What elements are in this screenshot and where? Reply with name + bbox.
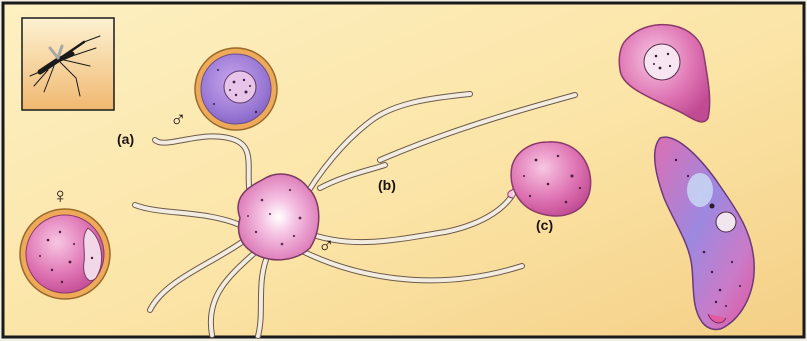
exflagellating-male-gametocyte — [238, 174, 319, 260]
mosquito-inset — [22, 18, 114, 110]
label-b: (b) — [378, 177, 396, 193]
female-gametocyte-cell — [20, 209, 110, 299]
female-symbol: ♀ — [52, 183, 69, 208]
male-symbol-top: ♂ — [170, 106, 187, 131]
male-gametocyte-cell — [195, 48, 277, 130]
label-c: (c) — [536, 217, 553, 233]
male-symbol-center: ♂ — [318, 232, 335, 257]
label-a: (a) — [117, 131, 134, 147]
